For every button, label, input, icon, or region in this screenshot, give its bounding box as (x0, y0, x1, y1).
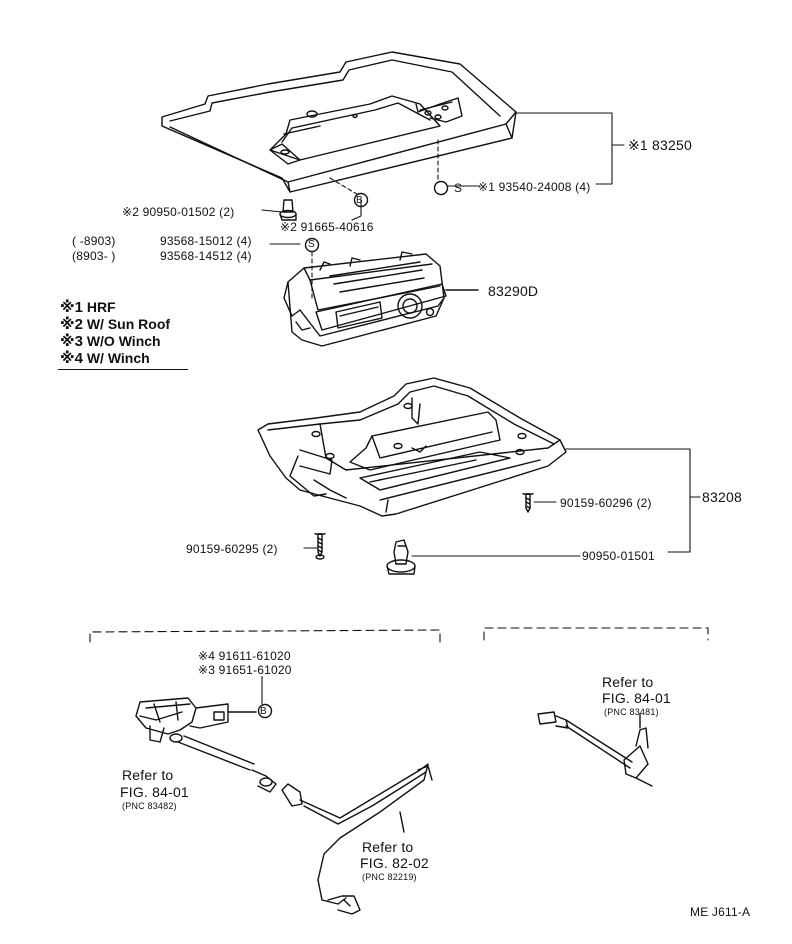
display-unit-83290d (283, 251, 479, 347)
figure-code: ME J611-A (690, 905, 751, 919)
ref-mid-line2: FIG. 82-02 (360, 855, 429, 871)
ref-right-line2: FIG. 84-01 (602, 690, 671, 706)
callout-91611: ※4 91611-61020 (198, 649, 291, 663)
b-marker-2-label: B (260, 706, 267, 717)
part-83290d-label: 83290D (488, 283, 539, 299)
ref-left-line2: FIG. 84-01 (120, 784, 189, 800)
screw-90159-60296 (522, 493, 534, 513)
console-housing-83208 (257, 377, 567, 517)
callout-90950-01502: ※2 90950-01502 (2) (122, 205, 235, 219)
overhead-console-panel (161, 51, 517, 193)
leader-lines-top (261, 112, 625, 301)
s-marker-2 (304, 237, 320, 253)
wire-harness (281, 763, 433, 915)
legend: ※1 HRF ※2 W/ Sun Roof ※3 W/O Winch ※4 W/… (60, 299, 170, 367)
callout-91651: ※3 91651-61020 (198, 663, 292, 677)
legend-item-3: ※3 W/O Winch (60, 333, 161, 350)
legend-item-1: ※1 HRF (60, 299, 116, 316)
screw-90159-60295 (314, 533, 326, 560)
b-marker-1-label: B (356, 195, 363, 206)
callout-91665: ※2 91665-40616 (280, 220, 374, 234)
ref-left-line3: (PNC 83482) (122, 801, 177, 811)
clip-90950-01501 (386, 539, 416, 575)
part-83250-label: ※1 83250 (628, 137, 692, 153)
ref-left-line1: Refer to (122, 767, 174, 783)
section-brackets (89, 627, 709, 643)
callout-93568-14512: 93568-14512 (4) (160, 249, 252, 263)
sensor-right (537, 711, 653, 787)
clip-90950-01502 (279, 199, 297, 221)
b-marker-1 (353, 192, 369, 208)
callout-93568-15012-range: ( -8903) (72, 234, 116, 248)
callout-93568-15012: 93568-15012 (4) (160, 234, 252, 248)
part-83208-label: 83208 (702, 489, 742, 505)
legend-item-4: ※4 W/ Winch (60, 350, 150, 367)
callout-93540: ※1 93540-24008 (4) (478, 180, 591, 194)
b-marker-2 (257, 703, 273, 719)
legend-item-2: ※2 W/ Sun Roof (60, 316, 171, 333)
s-marker-1 (433, 180, 449, 196)
s-marker-1-label: S (454, 181, 463, 195)
callout-90950-01501: 90950-01501 (582, 549, 655, 563)
ref-mid-line3: (PNC 82219) (362, 872, 417, 882)
switch-sensor-left (135, 697, 277, 793)
callout-90159-60296: 90159-60296 (2) (560, 496, 652, 510)
ref-right-line3: (PNC 83481) (604, 707, 659, 717)
ref-right-line1: Refer to (602, 674, 654, 690)
legend-underline (58, 369, 188, 370)
s-marker-2-label: S (308, 239, 315, 250)
callout-93568-14512-range: (8903- ) (72, 249, 116, 263)
ref-mid-line1: Refer to (362, 839, 414, 855)
leader-lines-housing (303, 448, 701, 557)
callout-90159-60295: 90159-60295 (2) (186, 542, 278, 556)
